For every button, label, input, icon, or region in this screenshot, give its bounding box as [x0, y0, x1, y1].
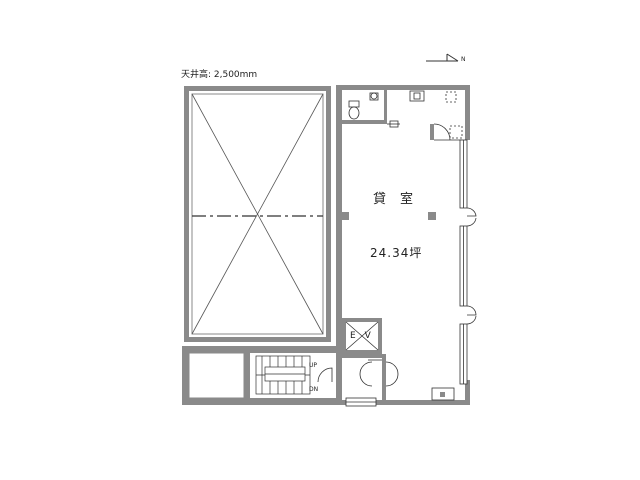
void-area	[184, 86, 331, 342]
ceiling-height-label: 天井高: 2,500mm	[181, 70, 258, 80]
north-arrow-icon	[426, 53, 459, 62]
sink-icon	[409, 90, 457, 103]
stairs	[255, 355, 311, 395]
elevator-icon	[342, 318, 382, 358]
toilet-walls	[342, 90, 387, 124]
stair-down-label: DN	[309, 386, 319, 393]
room-name-label: 貸室	[373, 192, 428, 207]
window-icon	[459, 139, 477, 385]
north-label: N	[461, 56, 466, 63]
lower-storage	[188, 352, 245, 399]
elevator-label: EV	[350, 331, 380, 341]
stair-up-label: UP	[309, 362, 318, 369]
room-area-label: 24.34坪	[370, 246, 423, 260]
entrance	[317, 354, 455, 407]
door-swing-icon	[387, 120, 463, 141]
toilet-icon	[348, 92, 379, 120]
column-icon	[342, 212, 436, 220]
